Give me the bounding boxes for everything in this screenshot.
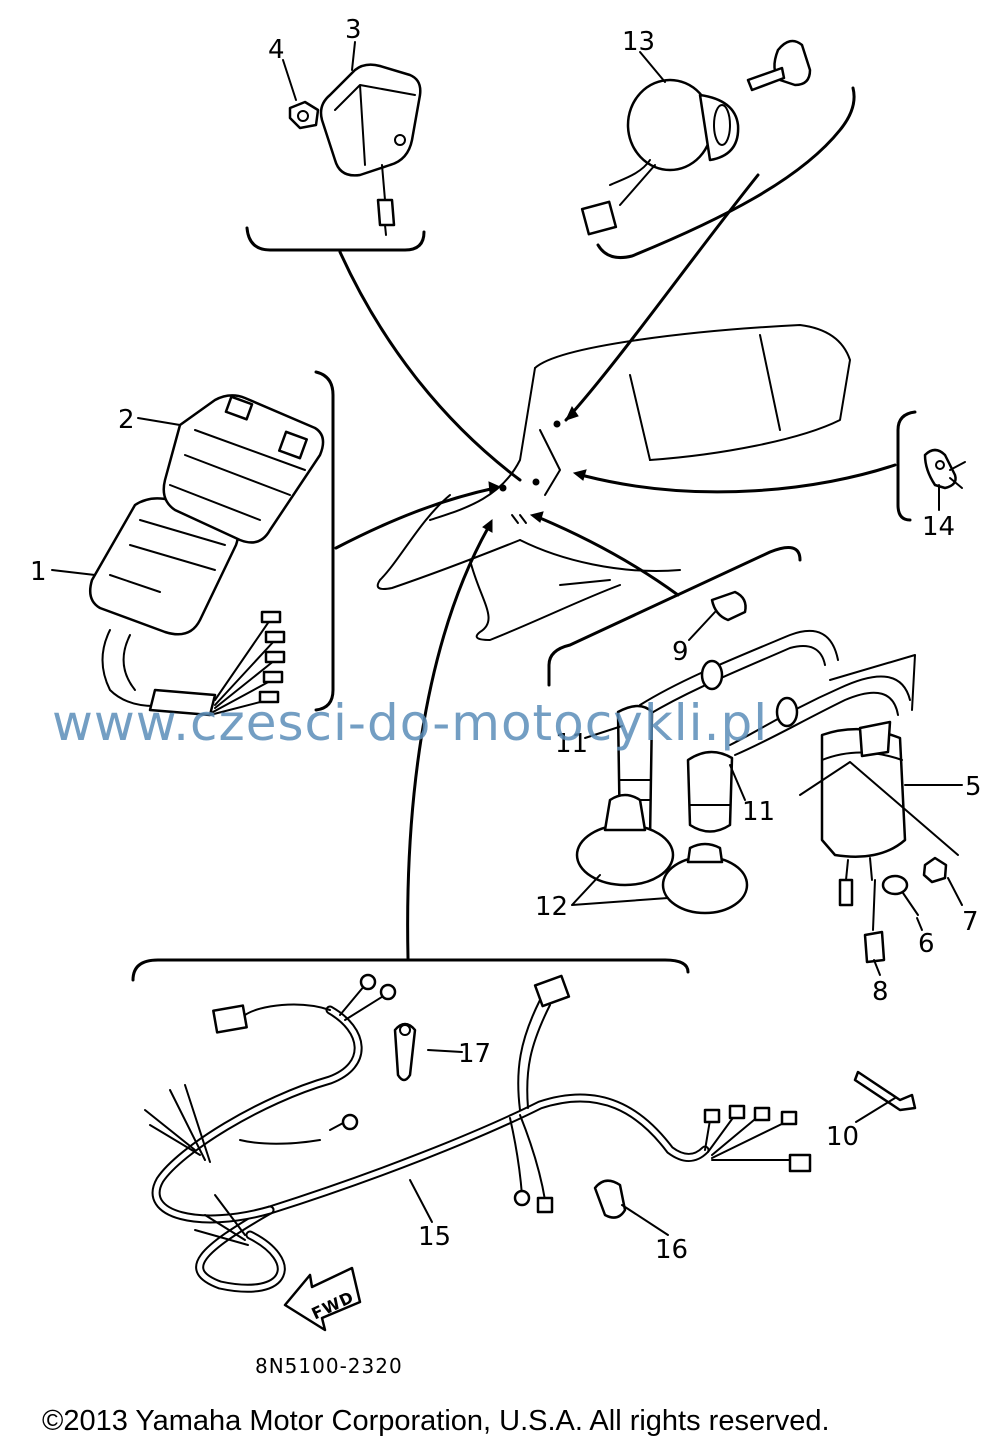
part-label-7: 7 — [962, 907, 979, 937]
part-label-11-left: 11 — [555, 729, 588, 759]
wire-harness-part — [144, 973, 812, 1293]
part-label-15: 15 — [418, 1222, 451, 1252]
main-switch-part — [580, 78, 740, 236]
part-label-13: 13 — [622, 27, 655, 57]
part-label-11-right: 11 — [742, 797, 775, 827]
relay-part — [319, 63, 422, 236]
bracket-top-right — [564, 86, 856, 422]
plug-cap-right — [686, 654, 916, 833]
part-label-4: 4 — [268, 35, 285, 65]
key-part — [746, 39, 812, 92]
part-label-17: 17 — [458, 1039, 491, 1069]
cdi-unit-part — [89, 497, 286, 717]
clamp-part-14 — [923, 448, 966, 490]
part-label-8: 8 — [872, 977, 889, 1007]
fwd-arrow-marker: FWD — [283, 1266, 362, 1332]
part-number-labels: 1 2 3 4 5 6 7 8 9 10 11 11 12 13 14 15 1… — [30, 15, 982, 1265]
terminal-part-8 — [863, 930, 886, 964]
bracket-left — [314, 370, 502, 712]
part-label-9: 9 — [672, 637, 689, 667]
bracket-top-left — [245, 226, 522, 482]
drawing-code: 8N5100-2320 — [255, 1354, 403, 1378]
plug-cover-right — [661, 842, 749, 915]
part-label-12: 12 — [535, 892, 568, 922]
bracket-harness — [131, 518, 690, 982]
rectifier-part — [162, 394, 325, 544]
part-label-3: 3 — [345, 15, 362, 45]
part-label-10: 10 — [826, 1122, 859, 1152]
watermark-text: www.czesci-do-motocykli.pl — [52, 694, 768, 752]
copyright-text: ©2013 Yamaha Motor Corporation, U.S.A. A… — [42, 1405, 830, 1437]
part-label-16: 16 — [655, 1235, 688, 1265]
clamp-part-16 — [593, 1179, 627, 1219]
nut-part-7 — [922, 856, 948, 884]
bracket-coil-group — [529, 511, 802, 687]
part-label-1: 1 — [30, 557, 47, 587]
part-label-14: 14 — [922, 512, 955, 542]
leader-lines — [51, 41, 963, 1236]
clip-part-9 — [710, 590, 747, 622]
part-label-2: 2 — [118, 405, 135, 435]
plug-cover-left — [575, 793, 675, 887]
part-label-5: 5 — [965, 772, 982, 802]
part-label-6: 6 — [918, 929, 935, 959]
nut-part-4 — [288, 100, 320, 130]
screw-part-10 — [853, 1070, 917, 1112]
bolt-part-6 — [881, 874, 919, 916]
ignition-coil-part — [799, 720, 959, 931]
bracket-right-14 — [572, 410, 917, 522]
band-part-17 — [393, 1022, 417, 1082]
motorcycle-frame-outline — [376, 324, 851, 641]
